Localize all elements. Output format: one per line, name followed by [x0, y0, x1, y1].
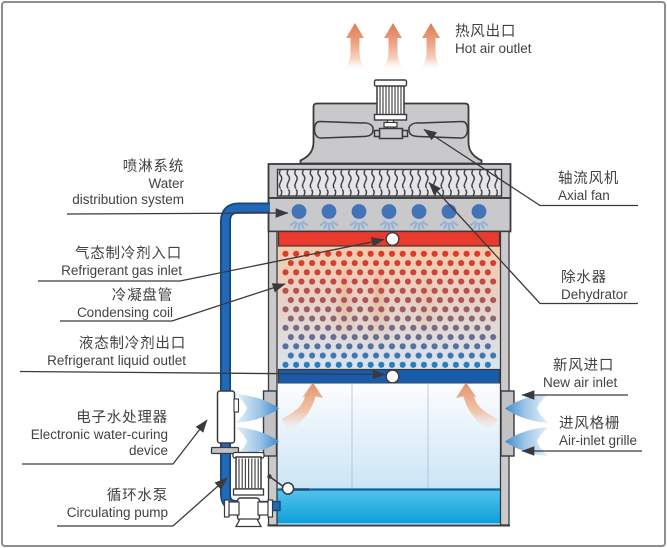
spray-nozzle-icon [349, 204, 369, 230]
label-condensing-coil: 冷凝盘管 Condensing coil [76, 288, 173, 320]
fan-motor [373, 79, 408, 132]
air-inlet-arrows [235, 394, 549, 456]
spray-nozzle-icon [289, 204, 309, 230]
spray-nozzle-icon [409, 204, 429, 230]
lower-chamber [277, 383, 501, 489]
water-distribution-section [267, 197, 512, 233]
label-new-air-inlet: 新风进口 New air inlet [543, 358, 618, 390]
float-valve [267, 474, 309, 495]
dehydrator-section [267, 163, 512, 199]
label-water-distribution: 喷淋系统 Water distribution system [72, 159, 184, 207]
electronic-water-curing-device [210, 390, 240, 455]
label-axial-fan: 轴流风机 Axial fan [558, 171, 620, 203]
label-hot-air-zh: 热风出口 [455, 24, 517, 40]
coil-section-background [277, 231, 501, 384]
label-liquid-outlet: 液态制冷剂出口 Refrigerant liquid outlet [47, 336, 186, 368]
label-hot-air-outlet: 热风出口 Hot air outlet [455, 24, 532, 57]
air-flow-arrows [281, 382, 498, 432]
spray-nozzle-icon [319, 204, 339, 230]
water-basin [277, 488, 501, 524]
label-pump: 循环水泵 Circulating pump [66, 488, 168, 520]
condensing-coil-dots [282, 250, 497, 368]
liquid-outlet-port [385, 369, 400, 384]
label-gas-inlet: 气态制冷剂入口 Refrigerant gas inlet [61, 246, 182, 278]
chamber-panel-lines [351, 384, 429, 488]
leader-lines [19, 128, 642, 527]
circulating-pump [223, 451, 274, 528]
axial-fan-blades [313, 120, 469, 140]
hot-air-arrows-icon [344, 23, 442, 69]
label-air-inlet-grille: 进风格栅 Air-inlet grille [559, 416, 638, 448]
label-dehydrator: 除水器 Dehydrator [561, 270, 628, 302]
spray-nozzle-icon [469, 204, 489, 230]
label-hot-air-en: Hot air outlet [455, 41, 532, 56]
gas-inlet-port [385, 231, 400, 246]
spray-nozzle-icon [379, 204, 399, 230]
label-water-device: 电子水处理器 Electronic water-curing device [30, 410, 168, 458]
